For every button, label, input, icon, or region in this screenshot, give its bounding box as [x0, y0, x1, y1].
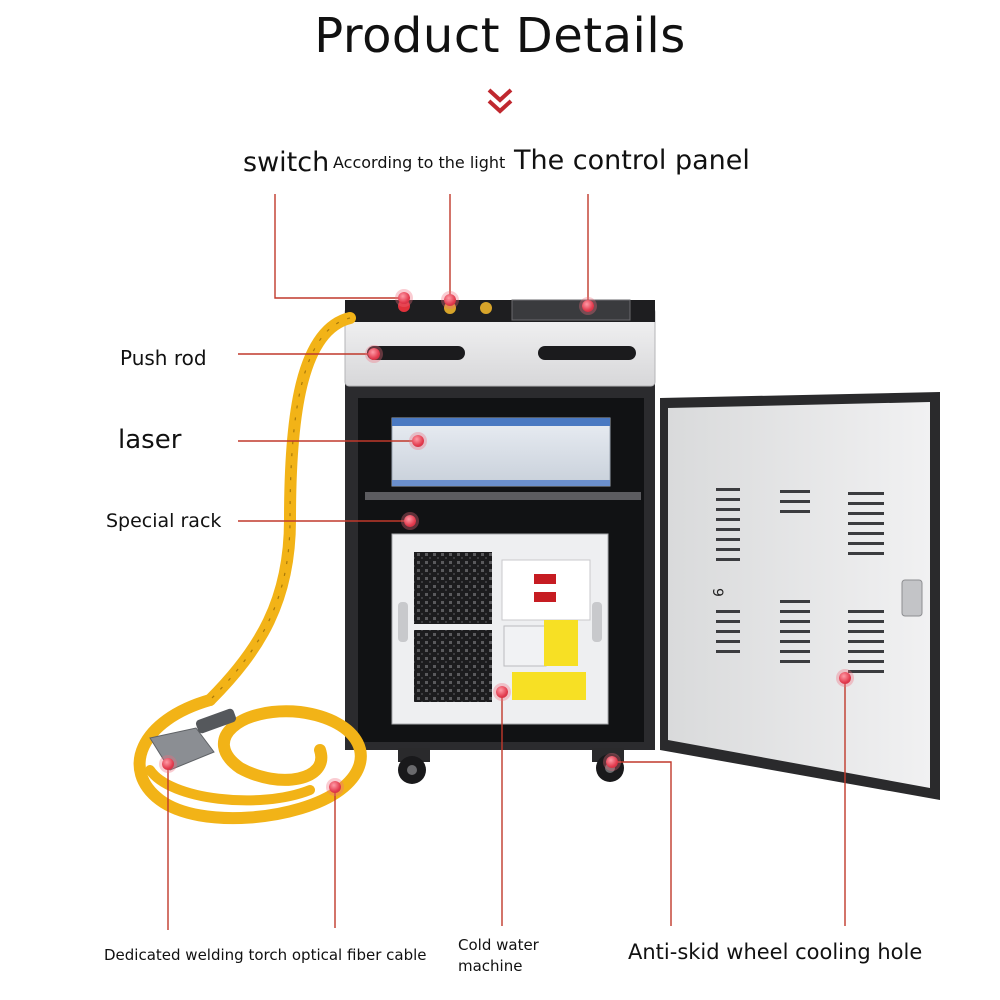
point-special-rack — [404, 515, 416, 527]
push-rod-left — [367, 346, 465, 360]
point-cold-water — [496, 686, 508, 698]
push-rod-right — [538, 346, 636, 360]
point-switch — [398, 292, 410, 304]
point-control-panel — [582, 300, 594, 312]
point-fiber-cable — [329, 781, 341, 793]
label-cold-water-2: machine — [458, 957, 523, 975]
welding-torch — [149, 727, 215, 771]
door-mark: 9 — [709, 588, 725, 597]
chevron-down-icon — [487, 88, 513, 114]
point-laser — [412, 435, 424, 447]
label-laser: laser — [118, 425, 182, 455]
special-rack-bar — [365, 492, 641, 500]
vent-grille-upper — [414, 552, 492, 624]
point-cooling-hole — [839, 672, 851, 684]
label-anti-skid: Anti-skid wheel cooling hole — [628, 940, 923, 964]
point-push-rod — [368, 348, 380, 360]
label-cold-water-1: Cold water — [458, 936, 539, 954]
vent-grille-lower — [414, 630, 492, 702]
label-switch: switch — [243, 147, 330, 178]
control-panel-screen — [511, 299, 631, 321]
label-push-rod: Push rod — [120, 346, 207, 370]
label-control-panel: The control panel — [514, 145, 750, 176]
label-according-to-light: According to the light — [333, 153, 506, 172]
label-special-rack: Special rack — [106, 510, 222, 532]
point-welding-torch — [162, 758, 174, 770]
point-light — [444, 294, 456, 306]
door-latch — [901, 579, 923, 617]
laser-module — [391, 417, 611, 487]
point-wheel — [606, 756, 618, 768]
page-title: Product Details — [314, 8, 686, 64]
label-welding-torch-cable: Dedicated welding torch optical fiber ca… — [104, 946, 427, 964]
leader-lines — [167, 194, 846, 930]
